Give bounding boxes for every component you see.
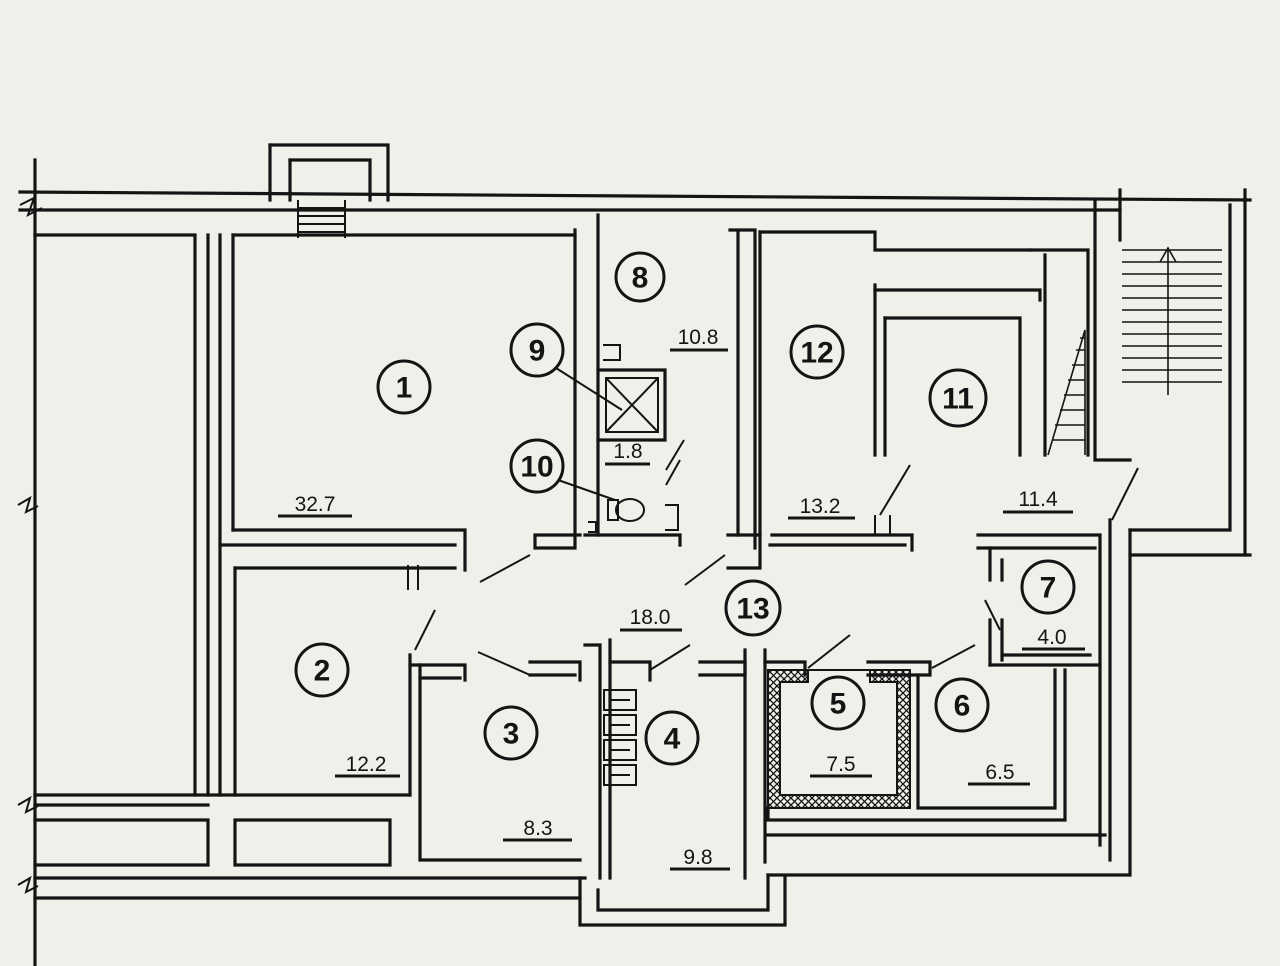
svg-text:12: 12 xyxy=(800,337,833,370)
room-4-5-6-7-walls xyxy=(477,518,1112,880)
exterior-walls xyxy=(17,143,1252,966)
svg-text:10: 10 xyxy=(520,451,553,484)
room-4-label: 4 9.8 xyxy=(644,710,730,871)
room-8-9-10-walls xyxy=(583,213,757,550)
room-3-label: 3 8.3 xyxy=(483,705,572,842)
room-11-label: 11 11.4 xyxy=(928,368,1073,514)
svg-text:12.2: 12.2 xyxy=(346,753,387,776)
room-6-label: 6 6.5 xyxy=(934,677,1030,786)
svg-text:7: 7 xyxy=(1040,572,1057,605)
room-labels: 1 32.7 2 12.2 3 8.3 4 9.8 5 7.5 xyxy=(278,251,1085,871)
room-7-label: 7 4.0 xyxy=(1020,559,1085,651)
svg-text:2: 2 xyxy=(314,655,331,688)
svg-text:18.0: 18.0 xyxy=(630,606,671,629)
room-1-label: 1 32.7 xyxy=(278,359,432,518)
svg-text:8.3: 8.3 xyxy=(523,817,552,840)
room-11-12-walls xyxy=(758,188,1252,557)
room-8-label: 8 10.8 xyxy=(614,251,728,352)
svg-text:1.8: 1.8 xyxy=(613,440,642,463)
svg-text:9.8: 9.8 xyxy=(683,846,712,869)
svg-text:9: 9 xyxy=(529,335,546,368)
room-2-3-walls xyxy=(233,565,582,862)
room-1-walls xyxy=(218,228,582,797)
room-2-label: 2 12.2 xyxy=(294,642,400,778)
room-12-label: 12 13.2 xyxy=(788,324,855,520)
svg-text:4: 4 xyxy=(664,723,681,756)
svg-text:32.7: 32.7 xyxy=(295,493,336,516)
svg-text:8: 8 xyxy=(632,262,649,295)
svg-text:6: 6 xyxy=(954,690,971,723)
room-13-label: 13 18.0 xyxy=(620,579,782,637)
svg-text:13: 13 xyxy=(736,593,769,626)
svg-text:11: 11 xyxy=(942,383,974,416)
svg-text:13.2: 13.2 xyxy=(800,495,841,518)
room-5-label: 5 7.5 xyxy=(810,675,872,778)
svg-text:7.5: 7.5 xyxy=(826,753,855,776)
room-10-label: 10 xyxy=(509,438,616,501)
svg-text:6.5: 6.5 xyxy=(985,761,1014,784)
svg-text:10.8: 10.8 xyxy=(678,326,719,349)
svg-text:5: 5 xyxy=(830,688,847,721)
svg-text:4.0: 4.0 xyxy=(1037,626,1066,649)
svg-text:1: 1 xyxy=(396,372,413,405)
room-9-label: 9 1.8 xyxy=(509,322,650,466)
svg-text:11.4: 11.4 xyxy=(1018,488,1058,511)
svg-text:3: 3 xyxy=(503,718,520,751)
